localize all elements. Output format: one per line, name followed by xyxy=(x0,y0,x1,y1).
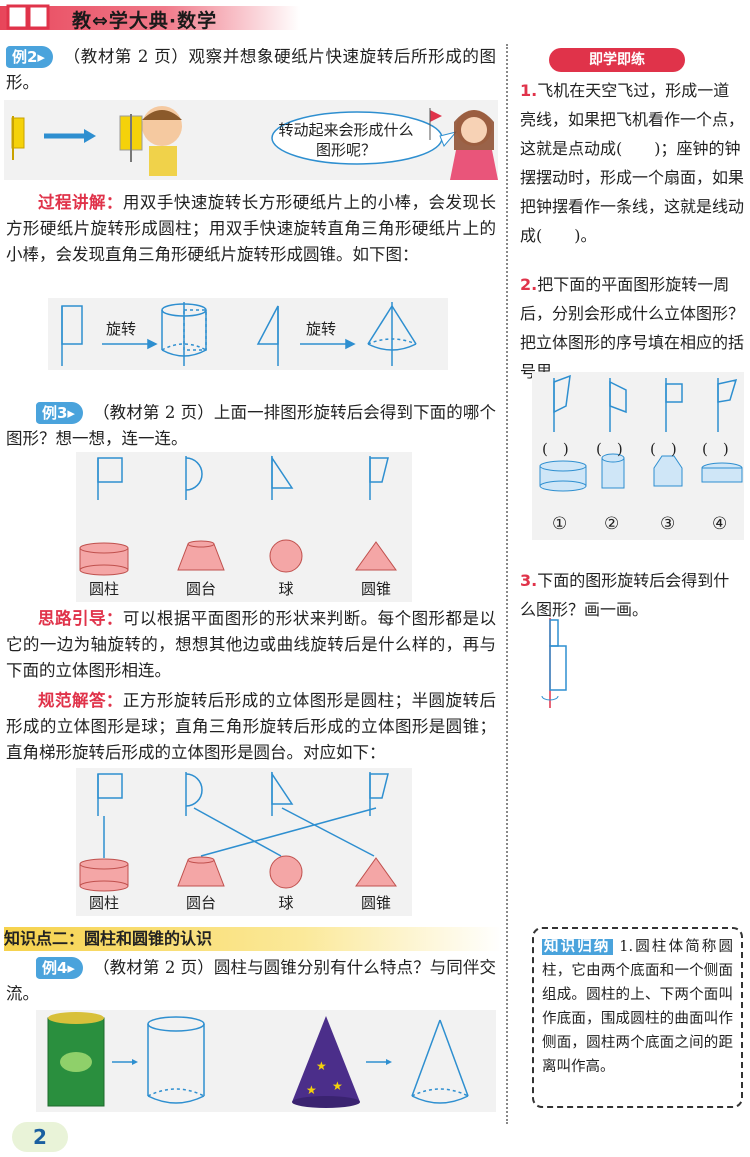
answer-figure: 圆柱 圆台 球 圆锥 xyxy=(76,768,412,916)
example4-text: 例4▸（教材第 2 页）圆柱与圆锥分别有什么特点？与同伴交流。 xyxy=(6,957,496,1003)
q2-figure: ( ) ( ) ( ) ( ) ① ② ③ ④ xyxy=(532,372,744,540)
example3-figure: 圆柱 圆台 球 圆锥 xyxy=(76,452,412,602)
bracket-2[interactable]: ( ) xyxy=(596,440,623,458)
bracket-1[interactable]: ( ) xyxy=(542,440,569,458)
rotation-to-solids-diagram xyxy=(61,302,417,366)
knowledge-summary-box: 知识归纳 1.圆柱体简称圆柱，它由两个底面和一个侧面组成。圆柱的上、下两个面叫作… xyxy=(532,927,743,1108)
solid-label-cone: 圆锥 xyxy=(360,580,391,598)
example3-badge: 例3▸ xyxy=(36,402,83,424)
column-divider xyxy=(506,44,508,1124)
q1-number: 1. xyxy=(520,81,538,100)
practice-q2: 2.把下面的平面图形旋转一周后，分别会形成什么立体图形？把立体图形的序号填在相应… xyxy=(520,275,745,381)
example2-text: 例2▸（教材第 2 页）观察并想象硬纸片快速旋转后所形成的图形。 xyxy=(6,46,496,92)
header-title: 教⇔学大典·数学 xyxy=(72,10,218,32)
knowledge-head: 知识归纳 xyxy=(542,939,613,955)
solid-label-frustum: 圆台 xyxy=(185,580,216,598)
can-and-hat-figure: ★ ★ ★ xyxy=(47,1012,469,1108)
svg-text:★: ★ xyxy=(306,1083,317,1097)
q2-shapes xyxy=(539,374,743,492)
example4-badge: 例4▸ xyxy=(36,957,83,979)
bracket-4[interactable]: ( ) xyxy=(702,440,729,458)
solid-number-1: ① xyxy=(552,514,568,534)
book-icon xyxy=(6,4,50,30)
matching-lines-figure xyxy=(79,771,397,892)
example2-illustration: 转动起来会形成什么图形呢？ xyxy=(4,100,498,180)
answer-label: 规范解答： xyxy=(38,691,123,710)
solid-label-cylinder: 圆柱 xyxy=(88,580,119,598)
hint-paragraph: 思路引导：可以根据平面图形的形状来判断。每个图形都是以它的一边为轴旋转的，想想其… xyxy=(6,609,497,680)
answer-label-cone: 圆锥 xyxy=(360,894,391,912)
practice-q3: 3.下面的图形旋转后会得到什么图形？画一画。 xyxy=(520,571,730,619)
answer-paragraph: 规范解答：正方形旋转后形成的立体图形是圆柱；半圆旋转后形成的立体图形是球；直角三… xyxy=(6,691,497,762)
example4-figure: ★ ★ ★ xyxy=(36,1010,496,1112)
solid-number-2: ② xyxy=(604,514,620,534)
answer-label-frustum: 圆台 xyxy=(185,894,216,912)
rotate-label-2: 旋转 xyxy=(306,320,337,338)
header-band xyxy=(0,6,300,30)
process-explanation: 过程讲解：用双手快速旋转长方形硬纸片上的小棒，会发现长方形硬纸片旋转形成圆柱；用… xyxy=(6,193,497,264)
solid-number-4: ④ xyxy=(712,514,728,534)
practice-title: 即学即练 xyxy=(549,48,685,72)
example3-text: 例3▸（教材第 2 页）上面一排图形旋转后会得到下面的哪个图形？想一想，连一连。 xyxy=(6,402,496,448)
solid-number-3: ③ xyxy=(660,514,676,534)
practice-q1: 1.飞机在天空飞过，形成一道亮线，如果把飞机看作一个点，这就是点动成( )；座钟… xyxy=(520,81,745,245)
solid-label-sphere: 球 xyxy=(278,580,294,598)
hint-label: 思路引导： xyxy=(38,609,123,628)
q3-shape xyxy=(541,618,567,708)
q2-number: 2. xyxy=(520,275,538,294)
rotating-card-illustration xyxy=(11,106,498,180)
svg-text:★: ★ xyxy=(316,1059,327,1073)
knowledge-text: 知识归纳 1.圆柱体简称圆柱，它由两个底面和一个侧面组成。圆柱的上、下两个面叫作… xyxy=(542,939,733,1075)
bracket-3[interactable]: ( ) xyxy=(650,440,677,458)
process-label: 过程讲解： xyxy=(38,193,123,212)
svg-text:★: ★ xyxy=(332,1079,343,1093)
rotate-label-1: 旋转 xyxy=(106,320,137,338)
section-heading: 知识点二：圆柱和圆锥的认识 xyxy=(4,927,502,951)
speech-bubble-text: 转动起来会形成什么图形呢？ xyxy=(278,121,414,159)
example2-badge: 例2▸ xyxy=(6,46,53,68)
answer-label-sphere: 球 xyxy=(278,894,294,912)
page-header: 教⇔学大典·数学 xyxy=(0,0,750,34)
process-diagram: 旋转 旋转 xyxy=(48,298,448,370)
plane-shapes-and-solids xyxy=(79,455,397,576)
page-number: 2 xyxy=(12,1122,68,1152)
q3-number: 3. xyxy=(520,571,538,590)
answer-label-cylinder: 圆柱 xyxy=(88,894,119,912)
